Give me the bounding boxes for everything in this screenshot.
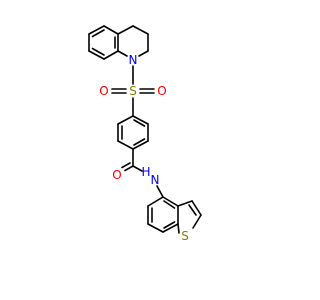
- atom-o-amide: O: [112, 168, 121, 182]
- atom-n-amide: N: [151, 173, 160, 187]
- n-benzothiophene-bond: [156, 185, 164, 198]
- atom-s-thiophene: S: [181, 229, 189, 243]
- atom-s-sulfonyl: S: [129, 84, 137, 98]
- atom-o-sulfonyl-right: O: [157, 84, 166, 98]
- atom-o-sulfonyl-left: O: [99, 84, 108, 98]
- central-benzene-ring: [117, 115, 149, 150]
- tetrahydroquinoline-saturated-ring: [117, 25, 149, 57]
- tetrahydroquinoline-benzene-ring: [88, 25, 119, 60]
- sulfonyl-oxygen-bonds: [111, 88, 155, 94]
- atom-h-amide: H: [141, 165, 150, 179]
- thiophene-ring: [177, 200, 202, 234]
- molecule-structure: N S O O O H N S: [88, 25, 202, 243]
- atom-n-ring: N: [129, 53, 138, 67]
- amide-group: [121, 148, 143, 172]
- benzothiophene-benzene-ring: [147, 196, 179, 233]
